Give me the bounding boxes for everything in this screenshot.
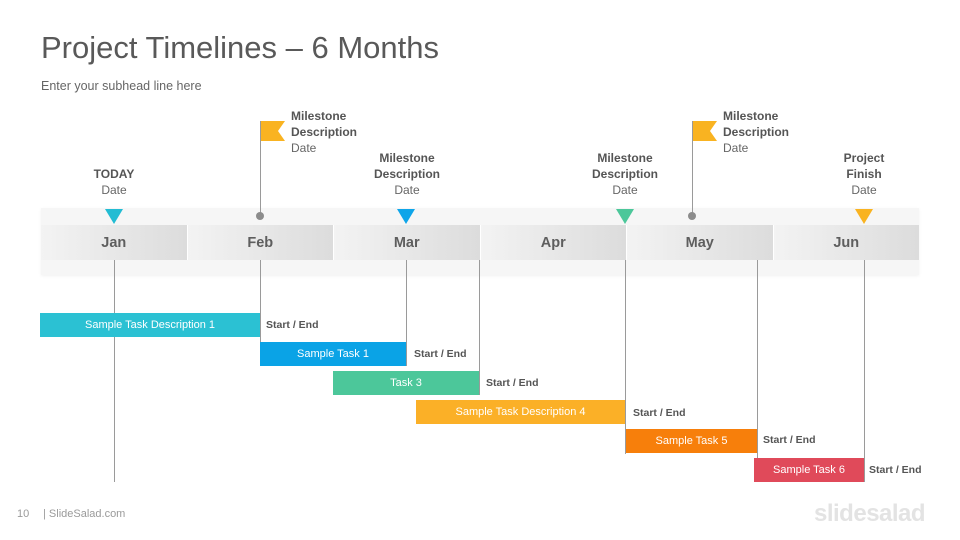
month-mar: Mar [334,225,481,260]
task-3-start-end: Start / End [486,377,539,389]
marker-milestone-may-date: Date [612,183,638,197]
marker-milestone-mar-line1: Milestone [379,151,435,165]
marker-milestone-may-line2: Description [591,167,658,181]
month-may: May [627,225,774,260]
task-bar-1: Sample Task Description 1 [40,313,260,337]
marker-milestone-mar-line2: Description [373,167,440,181]
marker-milestone-may: Milestone Description Date [570,150,680,198]
marker-project-finish-line2: Finish [846,167,882,181]
brand-logo: slidesalad [814,500,926,527]
marker-project-finish-date: Date [851,183,877,197]
guide-line-may-a [625,260,626,454]
flag-dot-feb [256,212,264,220]
flag-may-date: Date [723,141,749,155]
task-bar-6: Sample Task 6 [754,458,864,482]
flag-icon [693,121,717,141]
flag-feb-line1: Milestone [291,109,347,123]
guide-line-feb [260,260,261,366]
page-number: 10 [17,508,30,520]
flag-pole-may [692,121,693,216]
flag-pole-feb [260,121,261,216]
task-4-start-end: Start / End [633,407,686,419]
marker-milestone-mar: Milestone Description Date [352,150,462,198]
marker-milestone-mar-date: Date [394,183,420,197]
month-jun: Jun [773,225,919,260]
flag-may-line2: Description [723,125,790,139]
marker-project-finish-line1: Project [843,151,885,165]
slide-title: Project Timelines – 6 Months [41,30,440,65]
guide-line-jun [864,260,865,482]
slide-subhead: Enter your subhead line here [41,79,202,93]
flag-icon [261,121,285,141]
month-feb: Feb [187,225,334,260]
milestone-triangle-icon [397,209,415,224]
task-bar-5: Sample Task 5 [626,429,757,453]
task-bar-2: Sample Task 1 [260,342,406,366]
marker-today: TODAY Date [59,166,169,198]
guide-line-mar [406,260,407,366]
milestone-triangle-icon [616,209,634,224]
task-bar-4: Sample Task Description 4 [416,400,625,424]
month-apr: Apr [480,225,627,260]
marker-today-label: TODAY [93,167,135,181]
marker-project-finish: Project Finish Date [809,150,919,198]
month-jan: Jan [41,225,188,260]
finish-triangle-icon [855,209,873,224]
flag-feb-date: Date [291,141,317,155]
guide-line-apr [479,260,480,395]
task-2-start-end: Start / End [414,348,467,360]
flag-label-feb: Milestone Description Date [291,108,401,156]
marker-today-date: Date [101,183,127,197]
flag-label-may: Milestone Description Date [723,108,833,156]
month-bar: Jan Feb Mar Apr May Jun [41,225,919,260]
task-bar-3: Task 3 [333,371,479,395]
task-6-start-end: Start / End [869,464,922,476]
flag-may-line1: Milestone [723,109,779,123]
guide-line-today [114,260,115,482]
marker-milestone-may-line1: Milestone [597,151,653,165]
guide-line-may-b [757,260,758,482]
flag-feb-line2: Description [291,125,358,139]
footer-site: | SlideSalad.com [43,508,126,520]
today-triangle-icon [105,209,123,224]
flag-dot-may [688,212,696,220]
task-5-start-end: Start / End [763,434,816,446]
task-1-start-end: Start / End [266,319,319,331]
